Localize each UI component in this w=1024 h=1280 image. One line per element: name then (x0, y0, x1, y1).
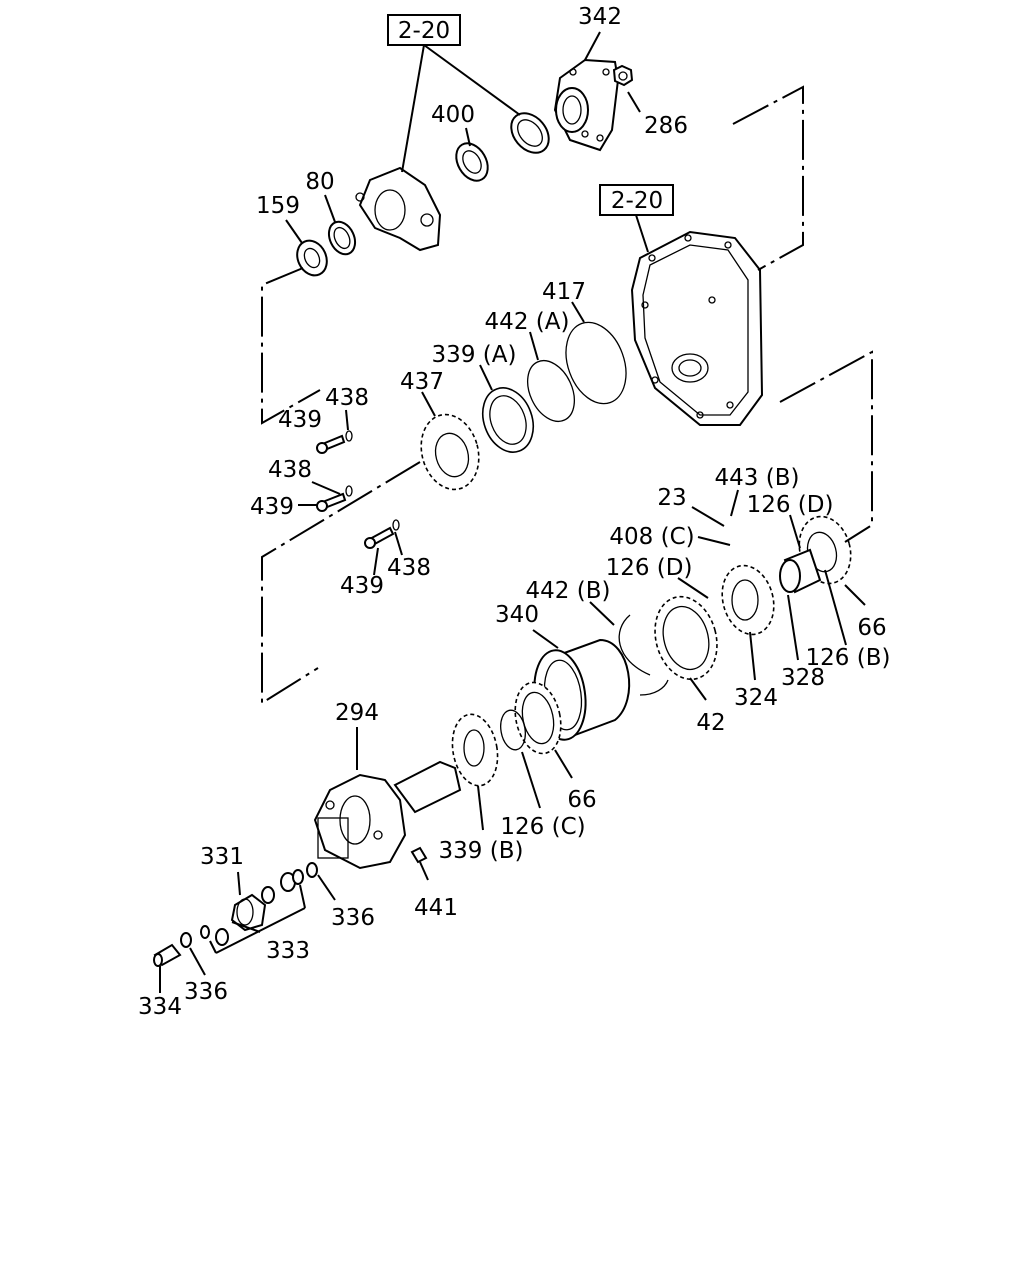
part-transfer-case (630, 230, 764, 426)
label-66-lower: 66 (567, 787, 596, 813)
reference-box-upper[interactable]: 2-20 (387, 14, 461, 46)
label-294: 294 (335, 700, 379, 726)
label-339b: 339 (B) (439, 838, 524, 864)
part-286-nut (612, 64, 634, 87)
label-342: 342 (578, 4, 622, 30)
label-126d-left: 126 (D) (606, 555, 693, 581)
part-80-seal (327, 220, 357, 256)
label-438-mid: 438 (268, 457, 312, 483)
part-339b-gear (451, 713, 499, 787)
part-442a-ring (527, 360, 575, 422)
label-400: 400 (431, 102, 475, 128)
label-336-left: 336 (184, 979, 228, 1005)
reference-box-case[interactable]: 2-20 (599, 184, 674, 216)
label-126b: 126 (B) (806, 645, 891, 671)
label-439-top: 439 (278, 407, 322, 433)
label-438-top: 438 (325, 385, 369, 411)
label-443b: 443 (B) (715, 465, 800, 491)
part-324-gear (721, 564, 775, 636)
reference-case-text: 2-20 (611, 188, 663, 214)
label-442b: 442 (B) (526, 578, 611, 604)
part-417-ring (565, 321, 627, 405)
label-334: 334 (138, 994, 182, 1020)
part-seal (510, 112, 550, 154)
label-333: 333 (266, 938, 310, 964)
label-439-mid: 439 (250, 494, 294, 520)
label-159: 159 (256, 193, 300, 219)
part-334-pin (153, 943, 182, 967)
label-340: 340 (495, 602, 539, 628)
part-400-bearing (455, 142, 489, 182)
label-339a: 339 (A) (432, 342, 517, 368)
label-336-right: 336 (331, 905, 375, 931)
label-437: 437 (400, 369, 444, 395)
label-439-bottom: 439 (340, 573, 384, 599)
part-housing (355, 166, 442, 252)
part-126c-ring (500, 709, 526, 751)
part-333-bearings (180, 862, 318, 948)
part-159-nut (296, 239, 328, 277)
label-23: 23 (657, 485, 686, 511)
label-442a: 442 (A) (485, 309, 570, 335)
label-324: 324 (734, 685, 778, 711)
part-66-gear-lower (514, 681, 562, 755)
label-438-bottom: 438 (387, 555, 431, 581)
part-42-ring-gear (654, 595, 718, 681)
part-437-sprocket (420, 413, 480, 491)
label-66-right: 66 (857, 615, 886, 641)
label-80: 80 (305, 169, 334, 195)
label-126c: 126 (C) (500, 814, 585, 840)
part-328-sleeve (779, 548, 822, 594)
part-342-flange (553, 58, 620, 152)
part-331-gear (230, 893, 267, 932)
part-339a-gear (481, 387, 535, 453)
label-408c: 408 (C) (609, 524, 694, 550)
part-439-bolts (316, 430, 400, 549)
label-417: 417 (542, 279, 586, 305)
reference-upper-text: 2-20 (398, 18, 450, 44)
label-42: 42 (696, 710, 725, 736)
part-442b-ring (618, 614, 651, 676)
callout-labels: 342 286 400 80 159 417 442 (A) 339 (A) 4… (138, 4, 890, 1020)
part-294-shaft (313, 760, 462, 870)
leader-lines (159, 31, 866, 993)
label-286: 286 (644, 113, 688, 139)
part-441-plug (410, 846, 428, 864)
label-331: 331 (200, 844, 244, 870)
label-328: 328 (781, 665, 825, 691)
label-441: 441 (414, 895, 458, 921)
label-126d-right: 126 (D) (747, 492, 834, 518)
alignment-lines (261, 85, 873, 705)
